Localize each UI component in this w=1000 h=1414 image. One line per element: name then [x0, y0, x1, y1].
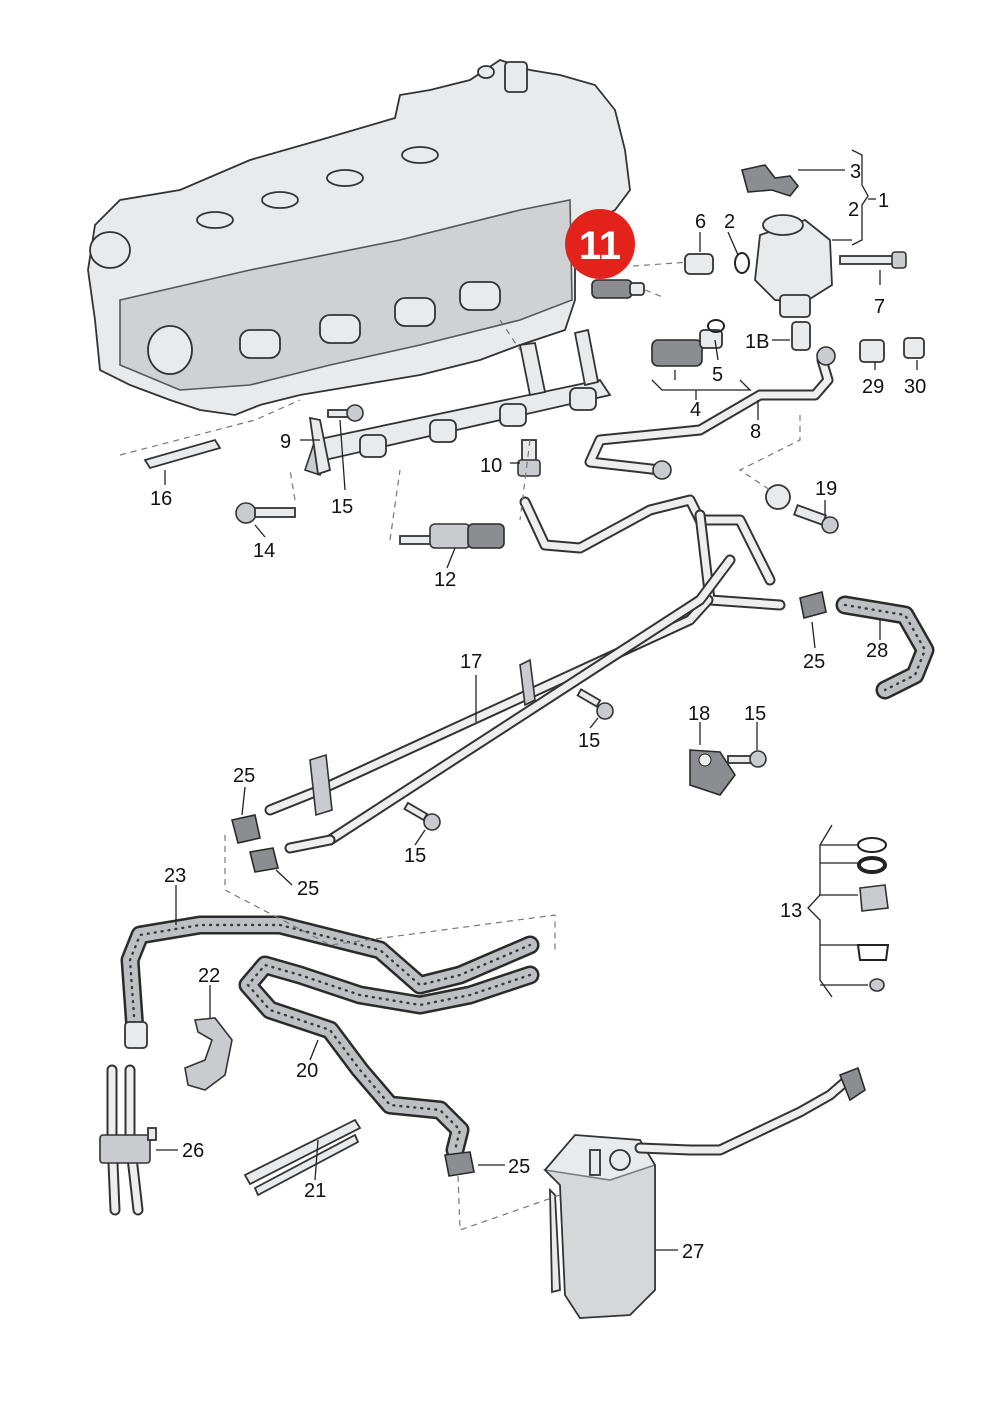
bolt-icon — [576, 688, 614, 720]
injector-icon — [143, 438, 222, 470]
plug-icon — [859, 337, 925, 363]
bracket-icon — [689, 749, 767, 796]
highlight-circle — [565, 209, 635, 279]
callout-15[interactable]: 15 — [744, 703, 766, 725]
callout-15[interactable]: 15 — [578, 730, 600, 752]
cylinder-head-icon — [87, 59, 631, 416]
highlight-label: 11 — [579, 224, 621, 268]
bracket-icon — [519, 658, 536, 707]
callout-25[interactable]: 25 — [508, 1156, 530, 1178]
callout-14[interactable]: 14 — [253, 540, 275, 562]
callout-16[interactable]: 16 — [150, 488, 172, 510]
callout-4[interactable]: 4 — [690, 399, 701, 421]
charcoal-canister-icon[interactable] — [542, 1134, 656, 1319]
callout-26[interactable]: 26 — [182, 1140, 204, 1162]
bolt-icon — [403, 801, 441, 831]
cable-tie-icon — [243, 1118, 362, 1197]
callout-1[interactable]: 1 — [878, 190, 889, 212]
callout-15[interactable]: 15 — [404, 845, 426, 867]
callout-20[interactable]: 20 — [296, 1060, 318, 1082]
callout-7[interactable]: 7 — [874, 296, 885, 318]
callout-1b[interactable]: 1B — [745, 331, 769, 353]
callout-30[interactable]: 30 — [904, 376, 926, 398]
callout-23[interactable]: 23 — [164, 865, 186, 887]
pressure-sender-icon — [399, 523, 505, 549]
seal-ring-icon — [856, 837, 890, 992]
callout-15[interactable]: 15 — [331, 496, 353, 518]
highlight-badge[interactable]: 11 — [565, 209, 635, 279]
callout-19[interactable]: 19 — [815, 478, 837, 500]
callout-21[interactable]: 21 — [304, 1180, 326, 1202]
callout-22[interactable]: 22 — [198, 965, 220, 987]
bolt-icon — [839, 251, 907, 269]
fuel-rail-icon[interactable] — [303, 328, 612, 477]
fitting-icon — [791, 321, 811, 351]
hose-clamp-icon — [444, 1151, 475, 1177]
callout-3[interactable]: 3 — [850, 161, 861, 183]
bolt-icon — [327, 404, 364, 422]
callout-2[interactable]: 2 — [724, 211, 735, 233]
fuel-line-icon — [99, 1064, 157, 1216]
bolt-icon — [765, 484, 839, 534]
temperature-sensor-icon — [651, 319, 725, 367]
callout-27[interactable]: 27 — [682, 1241, 704, 1263]
bracket-icon — [184, 1017, 233, 1091]
bush-icon — [684, 253, 714, 275]
bolt-icon — [235, 502, 296, 524]
callout-25[interactable]: 25 — [803, 651, 825, 673]
hose-clamp-icon — [799, 591, 827, 619]
callout-28[interactable]: 28 — [866, 640, 888, 662]
callout-18[interactable]: 18 — [688, 703, 710, 725]
callout-25[interactable]: 25 — [233, 765, 255, 787]
high-pressure-pump-icon[interactable] — [754, 214, 833, 318]
callout-29[interactable]: 29 — [862, 376, 884, 398]
leader-lines — [156, 149, 918, 1251]
callout-labels: 3 1 2 6 2 7 1B 5 4 8 29 30 9 10 16 15 19… — [150, 161, 926, 1263]
callout-12[interactable]: 12 — [434, 569, 456, 591]
callout-13[interactable]: 13 — [780, 900, 802, 922]
callout-5[interactable]: 5 — [712, 364, 723, 386]
pressure-sensor-icon[interactable] — [591, 279, 645, 299]
sensor-icon[interactable] — [741, 164, 800, 197]
callout-17[interactable]: 17 — [460, 651, 482, 673]
seal-ring-icon — [734, 252, 750, 274]
callout-2[interactable]: 2 — [848, 199, 859, 221]
callout-8[interactable]: 8 — [750, 421, 761, 443]
hose-clamp-icon — [231, 814, 279, 873]
callout-6[interactable]: 6 — [695, 211, 706, 233]
callout-25[interactable]: 25 — [297, 878, 319, 900]
callout-10[interactable]: 10 — [480, 455, 502, 477]
callout-9[interactable]: 9 — [280, 431, 291, 453]
